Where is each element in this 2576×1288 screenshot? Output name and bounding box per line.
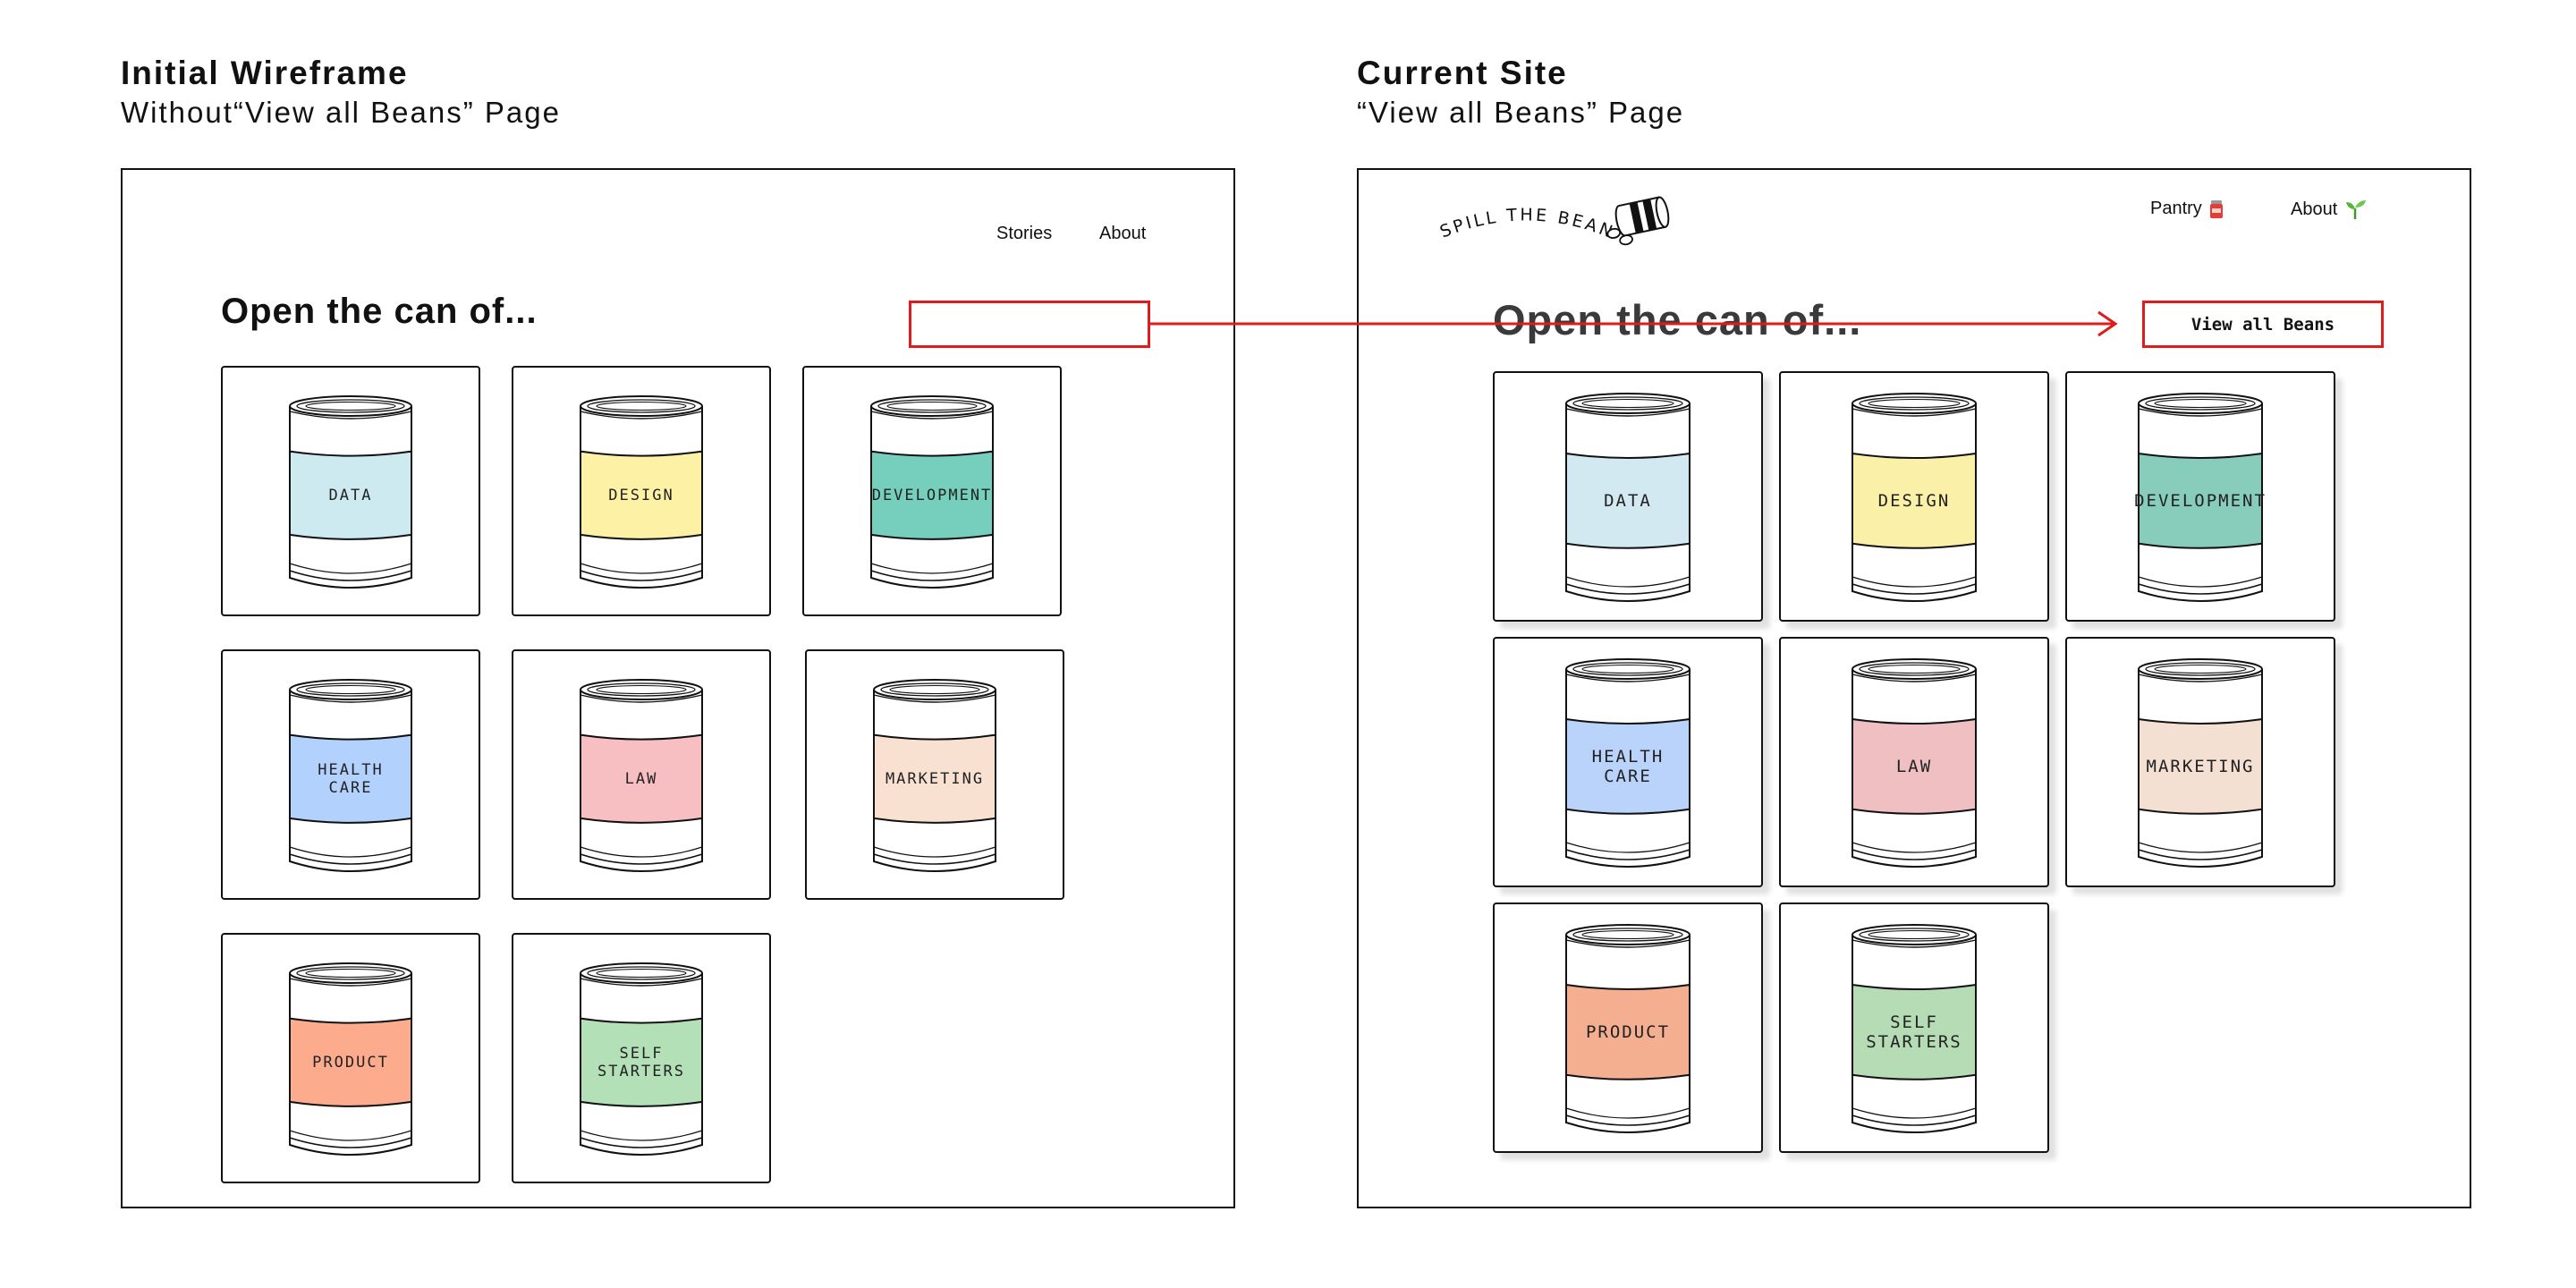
- bean-can-icon: MARKETING: [2136, 655, 2265, 869]
- wireframe-frame: Stories About Open the can of... DATA DE…: [121, 168, 1235, 1208]
- can-label: HEALTH CARE: [318, 761, 384, 797]
- sprout-icon: [2346, 200, 2367, 219]
- can-card-product[interactable]: PRODUCT: [1493, 902, 1763, 1153]
- can-label: DESIGN: [608, 487, 674, 504]
- can-card-data[interactable]: DATA: [221, 366, 480, 616]
- can-label: MARKETING: [2146, 757, 2255, 776]
- view-all-beans-button[interactable]: View all Beans: [2142, 301, 2384, 348]
- can-label: LAW: [1895, 757, 1933, 776]
- nav-about-link[interactable]: About: [2291, 199, 2368, 220]
- bean-can-icon: SELF STARTERS: [578, 959, 705, 1157]
- nav-pantry-link[interactable]: Pantry: [2150, 199, 2224, 219]
- bean-can-icon: PRODUCT: [287, 959, 414, 1157]
- nav-about-link[interactable]: About: [1099, 224, 1147, 243]
- can-label: SELF STARTERS: [1866, 1013, 1962, 1052]
- can-card-design[interactable]: DESIGN: [512, 366, 771, 616]
- right-panel-subtitle: “View all Beans” Page: [1357, 96, 1685, 129]
- can-label: DEVELOPMENT: [2134, 491, 2267, 511]
- can-card-self-starters[interactable]: SELF STARTERS: [1779, 902, 2049, 1153]
- bean-can-icon: MARKETING: [871, 675, 998, 874]
- bean-can-icon: DEVELOPMENT: [869, 392, 996, 590]
- bean-can-icon: SPILL THE BEANS: [1432, 176, 1670, 246]
- svg-text:SPILL THE BEANS: SPILL THE BEANS: [1439, 191, 1617, 242]
- can-card-law[interactable]: LAW: [512, 649, 771, 900]
- bean-can-icon: DESIGN: [578, 392, 705, 590]
- bean-can-icon: HEALTH CARE: [287, 675, 414, 874]
- bean-can-icon: DESIGN: [1850, 389, 1979, 604]
- bean-can-icon: PRODUCT: [1563, 920, 1692, 1135]
- can-card-development[interactable]: DEVELOPMENT: [802, 366, 1062, 616]
- bean-can-icon: DATA: [287, 392, 414, 590]
- left-panel-heading: Initial Wireframe Without“View all Beans…: [121, 54, 561, 132]
- bean-can-icon: DATA: [1563, 389, 1692, 604]
- jar-icon: [2209, 199, 2223, 218]
- logo-text: SPILL THE BEANS: [1432, 176, 1614, 242]
- can-label: DEVELOPMENT: [871, 487, 993, 504]
- right-panel-title: Current Site: [1357, 55, 1568, 91]
- can-label: SELF STARTERS: [597, 1045, 685, 1080]
- current-site-frame: SPILL THE BEANS Pantry About: [1357, 168, 2471, 1208]
- nav-stories-link[interactable]: Stories: [996, 224, 1053, 243]
- nav-pantry-label: Pantry: [2150, 199, 2202, 218]
- can-card-product[interactable]: PRODUCT: [221, 933, 480, 1183]
- can-label: DESIGN: [1877, 491, 1951, 511]
- can-card-development[interactable]: DEVELOPMENT: [2065, 371, 2335, 622]
- can-label: MARKETING: [885, 770, 985, 788]
- section-title: Open the can of...: [1493, 296, 1862, 343]
- can-label: HEALTH CARE: [1591, 747, 1665, 786]
- bean-can-icon: LAW: [578, 675, 705, 874]
- bean-can-icon: SELF STARTERS: [1850, 920, 1979, 1135]
- bean-can-icon: DEVELOPMENT: [2134, 389, 2267, 604]
- bean-can-icon: LAW: [1850, 655, 1979, 869]
- missing-button-highlight: [909, 301, 1150, 348]
- can-card-data[interactable]: DATA: [1493, 371, 1763, 622]
- can-label: DATA: [1604, 491, 1652, 511]
- site-logo[interactable]: SPILL THE BEANS: [1432, 176, 1672, 253]
- left-panel-subtitle: Without“View all Beans” Page: [121, 96, 561, 129]
- section-title: Open the can of...: [221, 292, 538, 331]
- can-card-design[interactable]: DESIGN: [1779, 371, 2049, 622]
- left-panel-title: Initial Wireframe: [121, 55, 409, 91]
- nav-about-label: About: [2291, 199, 2338, 219]
- arrow-icon: [1150, 310, 2118, 337]
- can-label: PRODUCT: [312, 1054, 389, 1072]
- can-label: PRODUCT: [1585, 1022, 1671, 1042]
- right-panel-heading: Current Site “View all Beans” Page: [1357, 54, 1684, 132]
- bean-can-icon: HEALTH CARE: [1563, 655, 1692, 869]
- can-card-law[interactable]: LAW: [1779, 637, 2049, 887]
- can-card-marketing[interactable]: MARKETING: [2065, 637, 2335, 887]
- can-card-health-care[interactable]: HEALTH CARE: [221, 649, 480, 900]
- can-card-marketing[interactable]: MARKETING: [805, 649, 1064, 900]
- can-label: DATA: [328, 487, 373, 504]
- can-label: LAW: [624, 770, 658, 788]
- can-card-self-starters[interactable]: SELF STARTERS: [512, 933, 771, 1183]
- can-card-health-care[interactable]: HEALTH CARE: [1493, 637, 1763, 887]
